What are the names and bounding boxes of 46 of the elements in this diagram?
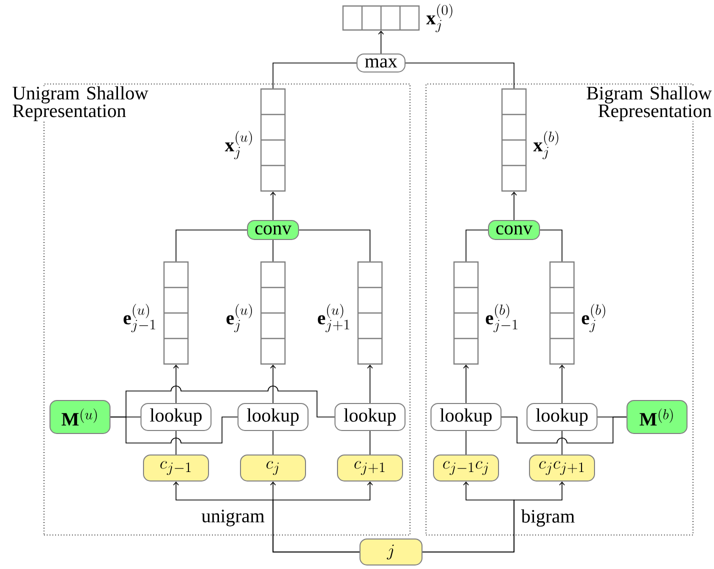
vector-cells: [260, 261, 286, 365]
operation-box: lookup: [526, 402, 598, 431]
vector-cells: [357, 261, 383, 365]
operation-box: lookup: [238, 402, 308, 431]
input-box: $c_{j-1}$: [143, 454, 209, 482]
operation-box: lookup: [334, 402, 406, 431]
connector-arrow: [272, 481, 373, 552]
vector-label: $\mathbf{e}_{j+1}^{(u)}$: [318, 304, 350, 332]
vector-cells: [342, 5, 420, 31]
vector-label: $\mathbf{e}_{j}^{(u)}$: [226, 304, 252, 332]
connector-arrow: [540, 230, 562, 262]
vector-cells: [549, 261, 575, 365]
vector-cells: [501, 88, 527, 192]
branch-label: unigram: [202, 510, 264, 526]
connector-arrow: [270, 192, 276, 220]
connector-arrow: [466, 230, 488, 262]
connector-arrow: [511, 192, 517, 220]
connector-arrow: [367, 364, 373, 404]
connector-arrow: [270, 364, 276, 404]
input-box: $c_{j}$: [240, 454, 306, 482]
operation-box: lookup: [140, 402, 212, 431]
vector-cells: [163, 261, 189, 365]
vector-label: $\mathbf{e}_{j-1}^{(u)}$: [124, 304, 156, 332]
input-box: $c_{j-1}c_{j}$: [433, 454, 499, 482]
input-box: $c_{j}c_{j+1}$: [529, 454, 595, 482]
connector-arrow: [378, 30, 384, 54]
branch-label: bigram: [521, 509, 575, 527]
connector-arrow: [173, 364, 179, 404]
vector-label: $\mathbf{e}_{j-1}^{(b)}$: [486, 304, 518, 332]
vector-label: $\mathbf{x}_j^{(0)}$: [426, 4, 452, 32]
vector-label: $\mathbf{x}_j^{(b)}$: [533, 130, 558, 160]
operation-box: lookup: [430, 402, 502, 431]
input-box: $c_{j+1}$: [337, 454, 403, 482]
input-box: $j$: [360, 538, 422, 566]
vector-cells: [260, 88, 286, 192]
connector-arrow: [463, 364, 469, 404]
vector-label: $\mathbf{e}_{j}^{(b)}$: [582, 304, 606, 332]
operation-box: max: [356, 54, 406, 72]
operation-box: $\mathbf{M}^{(b)}$: [626, 400, 688, 434]
operation-box: conv: [247, 220, 299, 240]
vector-label: $\mathbf{x}_j^{(u)}$: [224, 130, 252, 160]
vector-cells: [453, 261, 479, 365]
operation-box: $\mathbf{M}^{(u)}$: [50, 400, 110, 434]
connector-arrow: [559, 364, 565, 404]
connector-arrow: [422, 481, 565, 552]
operation-box: conv: [488, 220, 540, 240]
